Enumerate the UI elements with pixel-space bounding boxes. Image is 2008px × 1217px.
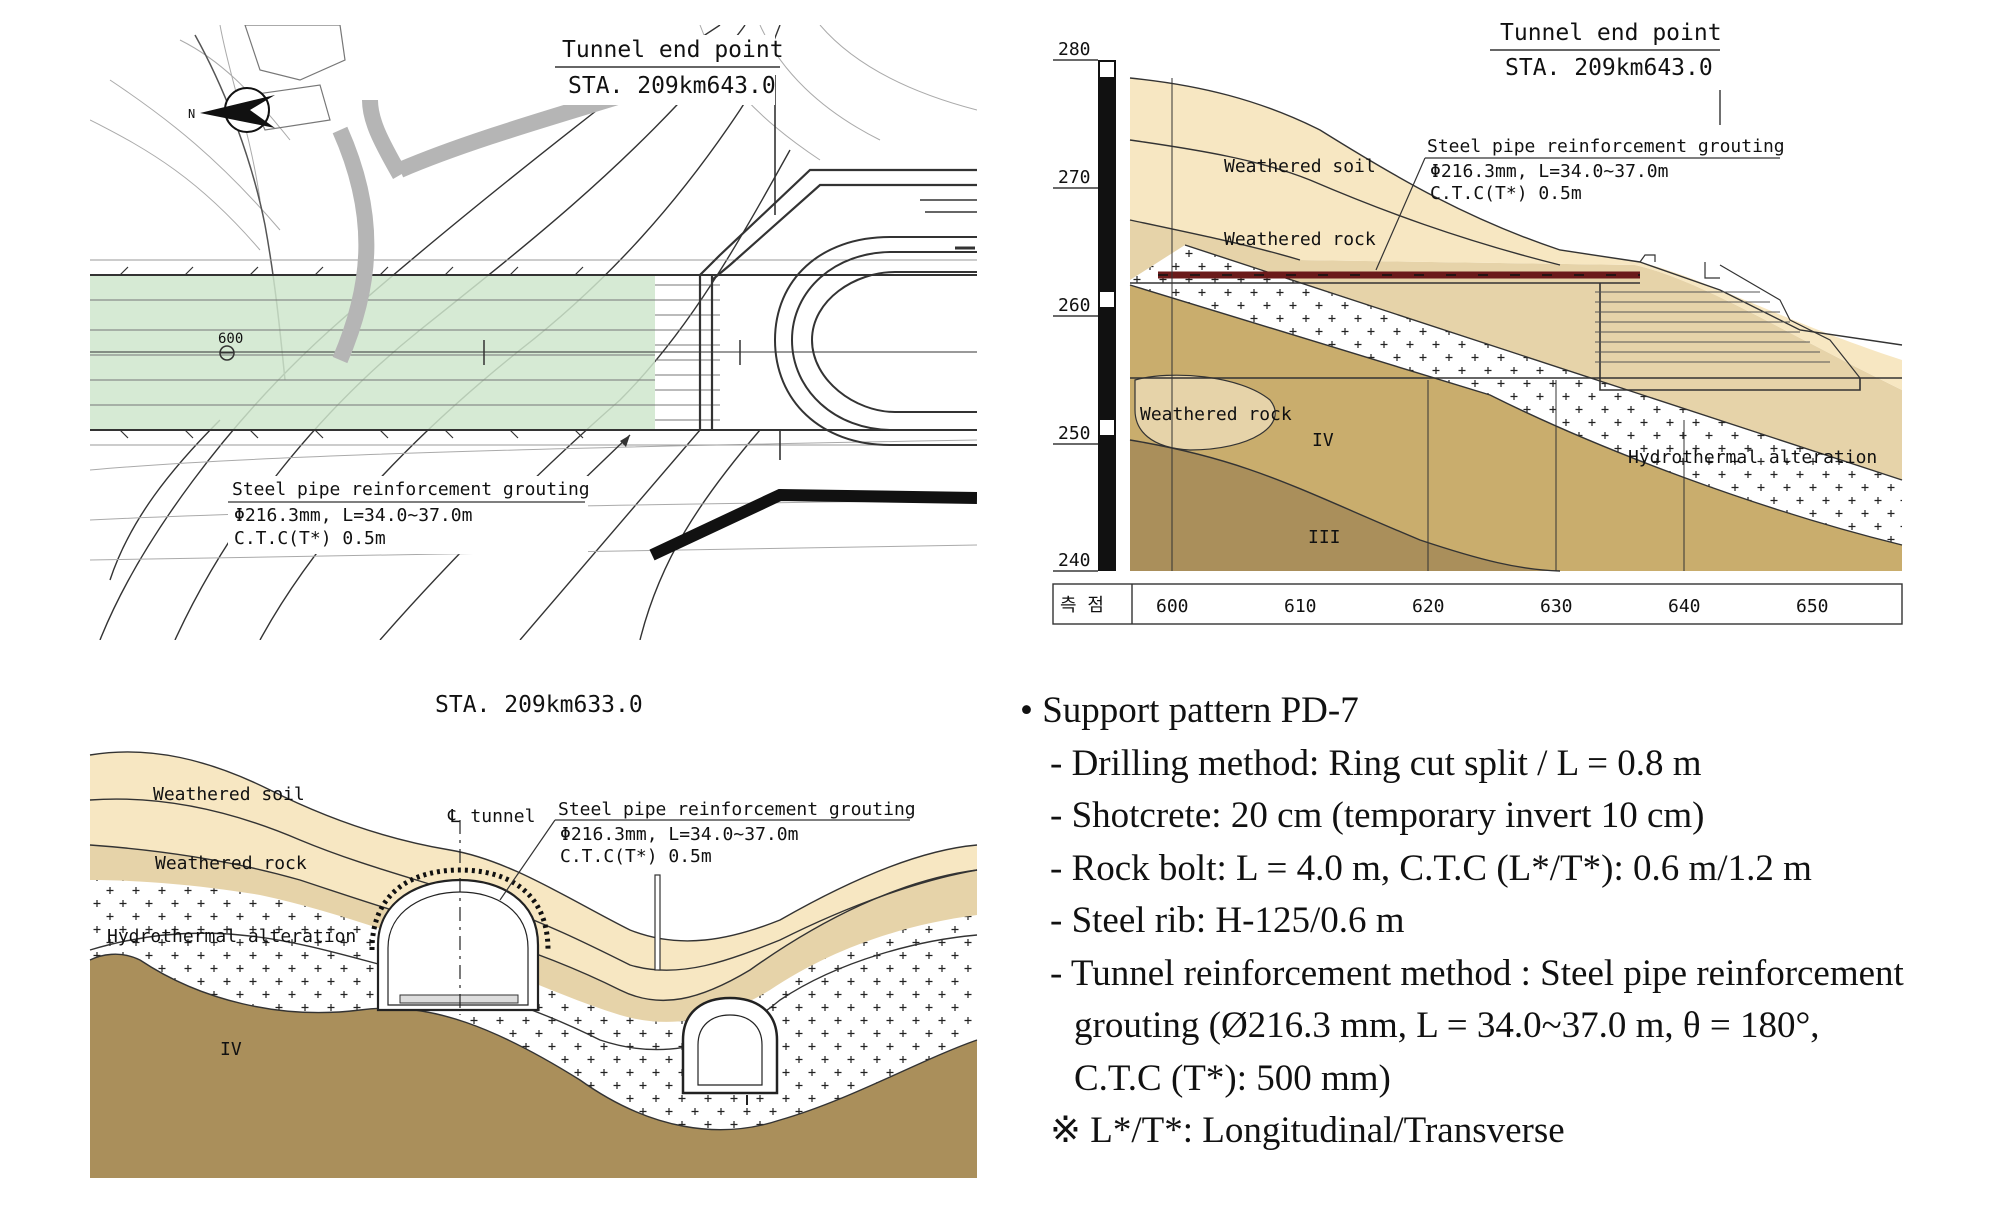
profile-grout-spec: Φ216.3mm, L=34.0~37.0m [1430,161,1668,182]
section-grout-spec: Φ216.3mm, L=34.0~37.0m [560,824,798,845]
tunnel-hatch-profile [1595,291,1830,363]
support-pattern-spec: • Support pattern PD-7 - Drilling method… [1020,685,2000,1158]
y-tick-270: 270 [1058,167,1091,188]
section-layer-weathered-soil [90,751,977,1001]
tunnel-ticks [119,266,584,439]
profile-end-label-box [1490,18,1725,90]
y-tick-lines [1053,59,1098,572]
elevation-bar [1098,60,1116,571]
section-layer-iv [90,954,977,1178]
spec-steel-rib: - Steel rib: H-125/0.6 m [1050,900,1405,941]
y-tick-240: 240 [1058,550,1091,571]
plan-grout-spec: Φ216.3mm, L=34.0~37.0m [234,505,472,526]
profile-label-iv: IV [1312,430,1334,451]
tunnel-hatch [90,284,720,421]
spec-reinforcement-1: - Tunnel reinforcement method : Steel pi… [1050,952,1904,994]
portal-structure [698,168,977,430]
section-label-weathered-rock: Weathered rock [155,853,307,874]
x-tick-600: 600 [1156,596,1189,617]
x-axis-table [1052,583,1903,625]
layer-weathered-rock [1130,220,1902,480]
x-axis-header: 측 점 [1060,595,1104,616]
north-label: N [188,107,195,121]
small-tunnel [681,996,779,1095]
profile-view [1052,59,1903,625]
y-tick-280: 280 [1058,39,1091,60]
section-label-iv: IV [220,1039,242,1060]
spec-rock-bolt: - Rock bolt: L = 4.0 m, C.T.C (L*/T*): 0… [1050,847,1812,889]
weathered-rock-lens [1134,374,1276,451]
spec-title: • Support pattern PD-7 [1020,690,1359,731]
u-turn-road [773,199,977,446]
spec-reinforcement-3: C.T.C (T*): 500 mm) [1074,1057,1391,1099]
section-tunnel-label: ℄ tunnel [447,806,535,827]
section-grout-leader [499,819,556,901]
layer-hydrothermal [1130,245,1902,545]
profile-boundaries [1129,77,1903,572]
x-tick-630: 630 [1540,596,1573,617]
retaining-wall [649,488,977,561]
x-tick-610: 610 [1284,596,1317,617]
plan-end-label-box [555,35,775,105]
y-tick-250: 250 [1058,423,1091,444]
x-tick-620: 620 [1412,596,1445,617]
x-tick-640: 640 [1668,596,1701,617]
profile-end-label: Tunnel end point [1500,20,1722,46]
profile-label-weathered-rock-2: Weathered rock [1140,404,1292,425]
spec-drilling: - Drilling method: Ring cut split / L = … [1050,742,1702,784]
y-tick-260: 260 [1058,295,1091,316]
x-tick-650: 650 [1796,596,1829,617]
plan-sta-mark: 600 [218,331,243,347]
grout-leader-2 [1375,157,1426,271]
cross-section-view [89,751,978,1178]
plan-end-label: Tunnel end point [562,37,784,63]
spec-reinforcement-2: grouting (Ø216.3 mm, L = 34.0~37.0 m, θ … [1074,1005,1820,1046]
main-tunnel [376,878,540,1012]
plan-grout-title: Steel pipe reinforcement grouting [232,479,590,500]
spec-note: ※ L*/T*: Longitudinal/Transverse [1050,1110,1565,1151]
profile-label-weathered-rock: Weathered rock [1224,229,1376,250]
portal-wall [700,429,781,460]
layer-iii [1130,440,1560,571]
building-outline [244,25,346,81]
tunnel-boundary [90,259,977,446]
plan-grout-ctc: C.T.C(T*) 0.5m [234,528,386,549]
section-grout-title: Steel pipe reinforcement grouting [558,799,916,820]
tunnel-outline [1130,254,1902,391]
layer-iv [1130,285,1902,571]
section-grout-ctc: C.T.C(T*) 0.5m [560,846,712,867]
profile-grout-title: Steel pipe reinforcement grouting [1427,136,1785,157]
spec-shotcrete: - Shotcrete: 20 cm (temporary invert 10 … [1050,795,1705,836]
profile-label-iii: III [1308,527,1341,548]
plan-grout-box [228,476,588,554]
profile-label-hydrothermal: Hydrothermal alteration [1628,447,1877,468]
grouting-arrow [620,435,630,447]
section-label-hydrothermal: Hydrothermal alteration [107,926,356,947]
section-label-weathered-soil: Weathered soil [153,784,305,805]
section-wr-band [90,845,977,1022]
plan-end-sta: STA. 209km643.0 [568,73,776,99]
north-arrow: N [188,87,275,133]
profile-label-weathered-soil: Weathered soil [1224,156,1376,177]
profile-grout-ctc: C.T.C(T*) 0.5m [1430,183,1582,204]
section-sta: STA. 209km633.0 [435,692,643,718]
profile-end-sta: STA. 209km643.0 [1505,55,1713,81]
boring-pipe [654,874,661,971]
